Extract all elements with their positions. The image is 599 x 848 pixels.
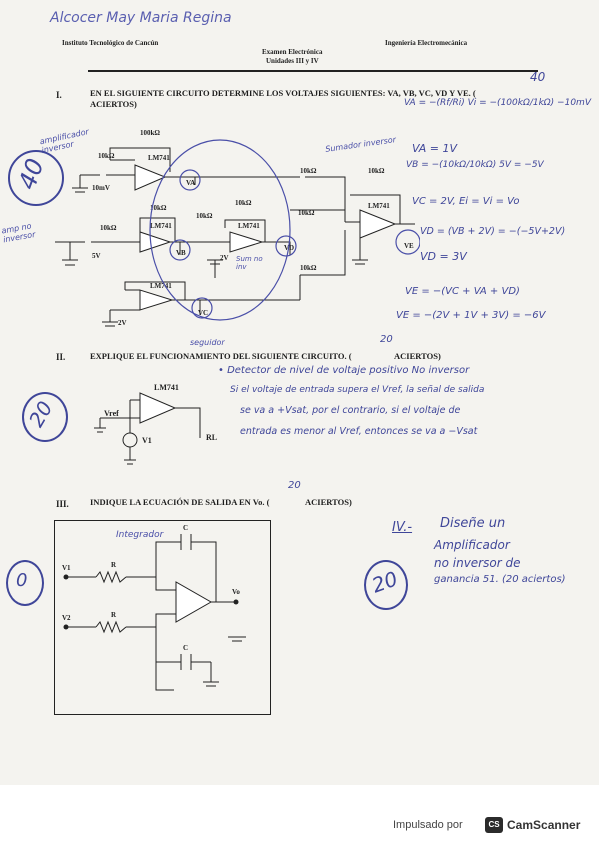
- student-name: Alcocer May Maria Regina: [50, 10, 232, 26]
- source-2v-mid: 2V: [220, 254, 229, 262]
- section1-score-below: 20: [380, 334, 393, 345]
- r10k-5: 10kΩ: [235, 199, 252, 207]
- section3-box: [54, 520, 271, 715]
- section2-answer-2: Si el voltaje de entrada supera el Vref,…: [230, 385, 485, 395]
- work-line-3: VB = −(10kΩ/10kΩ) 5V = −5V: [406, 160, 544, 170]
- section4-line-2: Amplificador: [434, 538, 510, 552]
- section4-number: IV.-: [392, 520, 413, 535]
- work-line-6: VD = 3V: [420, 250, 467, 263]
- work-line-5: VD = (VB + 2V) = −(−5V+2V): [420, 226, 566, 237]
- section2-answer-3: se va a +Vsat, por el contrario, si el v…: [240, 405, 461, 416]
- section1-score: 40: [530, 70, 546, 84]
- r10k-9: 10kΩ: [300, 264, 317, 272]
- node-va: VA: [186, 179, 195, 187]
- sec3-r-top: R: [111, 561, 117, 569]
- camscanner-footer: Impulsado por CS CamScanner: [0, 785, 599, 848]
- sec2-v1: V1: [142, 436, 152, 445]
- section2-question: EXPLIQUE EL FUNCIONAMIENTO DEL SIGUIENTE…: [90, 351, 352, 361]
- source-2v-bot: 2V: [118, 319, 127, 327]
- sec3-v1: V1: [62, 564, 71, 572]
- section3-score-above: 20: [288, 480, 301, 491]
- section2-answer-4: entrada es menor al Vref, entonces se va…: [240, 426, 478, 437]
- work-line-4: VC = 2V, Ei = Vi = Vo: [412, 196, 520, 207]
- section2-question-end: ACIERTOS): [394, 351, 441, 361]
- r10k-3: 10kΩ: [368, 167, 385, 175]
- camscanner-brand: CamScanner: [507, 818, 581, 832]
- section3-grade-value: 0: [16, 570, 28, 591]
- r100k-top: 100kΩ: [140, 129, 160, 137]
- section1-number: I.: [56, 90, 62, 100]
- r10k-4: 10kΩ: [150, 204, 167, 212]
- opamp-label-4: LM741: [368, 202, 390, 210]
- section2-answer-1: • Detector de nivel de voltaje positivo …: [218, 365, 470, 376]
- section4-line-1: Diseñe un: [440, 516, 506, 531]
- source-10mv: 10mV: [92, 184, 110, 192]
- section4-grade-circle: [364, 560, 408, 610]
- section1-circuit: 100kΩ LM741 10kΩ 10mV 10kΩ 10kΩ 10kΩ 10k…: [55, 129, 420, 327]
- department-name: Ingeniería Electromecánica: [385, 39, 468, 47]
- section3-question: INDIQUE LA ECUACIÓN DE SALIDA EN Vo. (: [90, 497, 270, 507]
- exam-units: Unidades III y IV: [266, 57, 319, 65]
- section4-line-4: ganancia 51. (20 aciertos): [434, 574, 566, 585]
- r10k-1: 10kΩ: [98, 152, 115, 160]
- sec3-v2: V2: [62, 614, 71, 622]
- source-5v: 5V: [92, 252, 101, 260]
- sec3-r-bot: R: [111, 611, 117, 619]
- camscanner-badge: CS: [488, 820, 500, 829]
- work-line-2: VA = 1V: [412, 142, 458, 155]
- node-ve: VE: [404, 242, 414, 250]
- section2-grade-circle: [22, 392, 68, 442]
- r10k-7: 10kΩ: [100, 224, 117, 232]
- header-rule: [88, 70, 538, 72]
- label-seguidor: seguidor: [190, 338, 225, 347]
- opamp-label-1: LM741: [148, 154, 170, 162]
- opamp-label-5: LM741: [150, 282, 172, 290]
- opamp-label-2: LM741: [150, 222, 172, 230]
- r10k-6: 10kΩ: [298, 209, 315, 217]
- section3-grade-circle: [6, 560, 44, 606]
- sec3-c-bot: C: [183, 644, 188, 652]
- node-vc: VC: [198, 309, 208, 317]
- section3-circuit: C R R C V1 V2 Vo: [62, 524, 246, 691]
- sec3-vo: Vo: [232, 588, 240, 596]
- r10k-8: 10kΩ: [196, 212, 213, 220]
- label-sum-noinv: Sum no inv: [236, 255, 263, 271]
- section3-question-end: ACIERTOS): [305, 497, 352, 507]
- institute-name: Instituto Tecnológico de Cancún: [62, 39, 159, 47]
- label-integrador: Integrador: [116, 530, 164, 540]
- sec2-opamp: LM741: [154, 383, 179, 392]
- opamp-label-3: LM741: [238, 222, 260, 230]
- sec2-vref: Vref: [104, 409, 119, 418]
- section1-question-end: ACIERTOS): [90, 99, 137, 109]
- work-line-7: VE = −(VC + VA + VD): [405, 286, 520, 297]
- node-vb: VB: [176, 249, 186, 257]
- exam-title: Examen Electrónica: [262, 48, 323, 56]
- sec3-c-top: C: [183, 524, 188, 532]
- section3-number: III.: [56, 499, 69, 509]
- powered-by-text: Impulsado por: [393, 819, 463, 831]
- camscanner-logo-icon: CS: [485, 817, 503, 833]
- section4-line-3: no inversor de: [434, 556, 521, 570]
- section2-circuit: LM741 Vref V1 RL: [94, 383, 217, 465]
- work-line-1: VA = −(Rf/Ri) Vi = −(100kΩ/1kΩ) −10mV: [404, 98, 591, 108]
- section1-grade-circle: [8, 150, 64, 206]
- work-line-8: VE = −(2V + 1V + 3V) = −6V: [396, 310, 546, 321]
- section1-question: EN EL SIGUIENTE CIRCUITO DETERMINE LOS V…: [90, 88, 476, 98]
- section2-number: II.: [56, 352, 66, 362]
- r10k-2: 10kΩ: [300, 167, 317, 175]
- sec2-rl: RL: [206, 433, 217, 442]
